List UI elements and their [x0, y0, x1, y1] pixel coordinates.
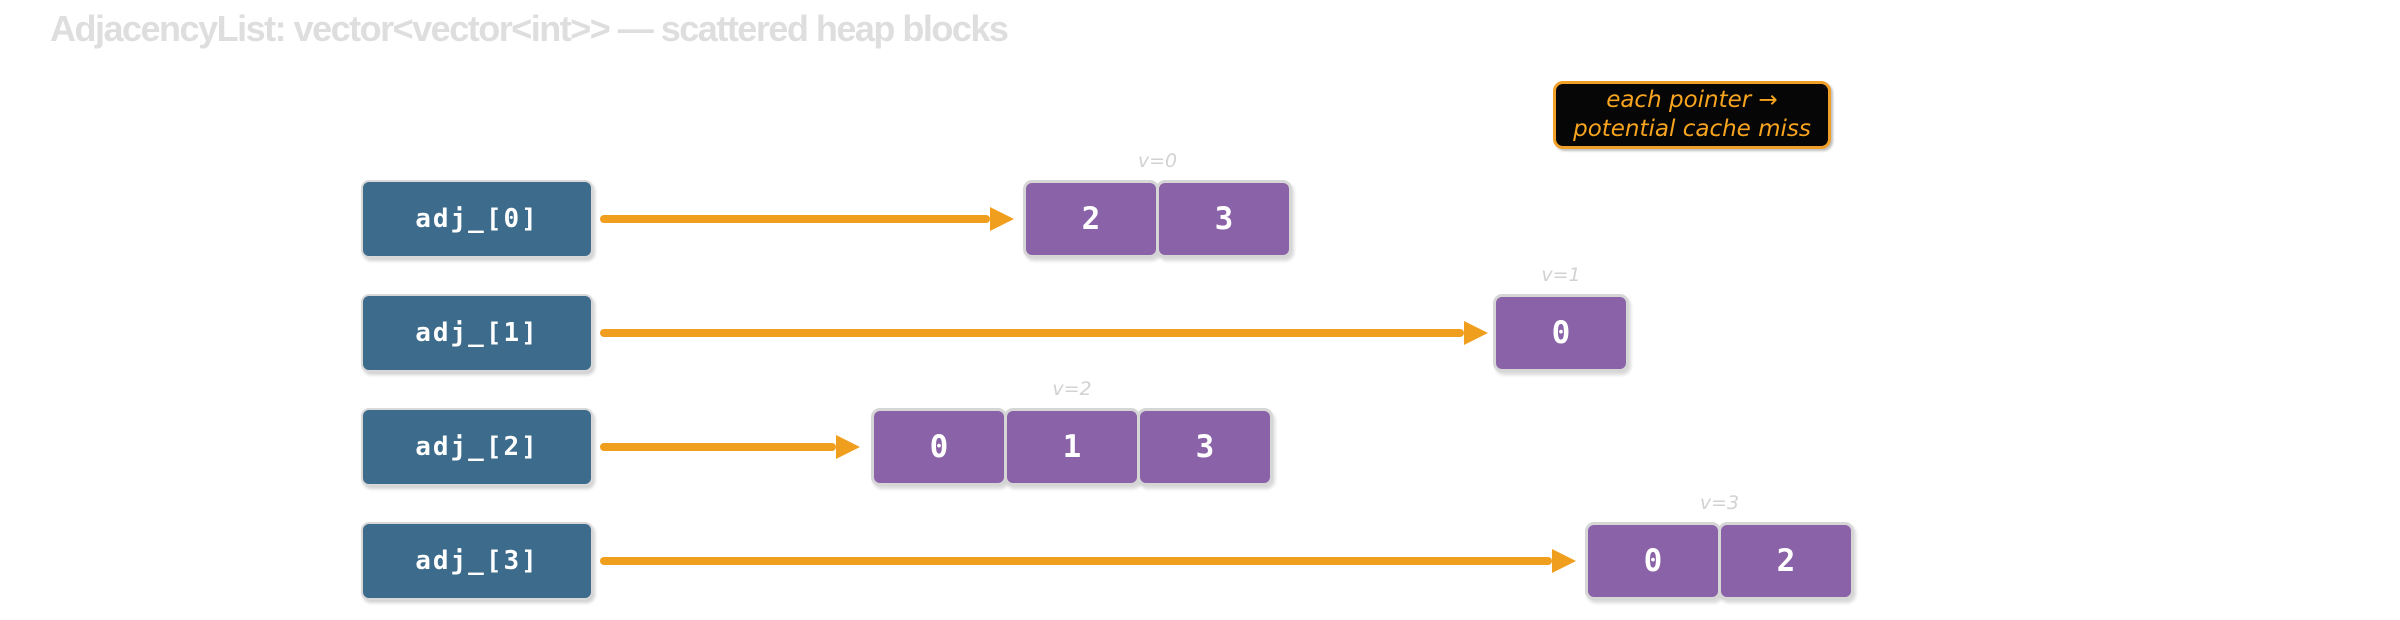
- heap-cell: 0: [871, 408, 1007, 486]
- pointer-box-adj-2: adj_[2]: [361, 408, 593, 486]
- pointer-arrow-3: [600, 549, 1576, 573]
- vector-size-label-3: v=3: [1699, 492, 1740, 514]
- pointer-box-label: adj_[0]: [415, 204, 539, 234]
- pointer-arrow-0: [600, 207, 1014, 231]
- heap-cell: 3: [1156, 180, 1292, 258]
- pointer-box-adj-3: adj_[3]: [361, 522, 593, 600]
- heap-cell: 2: [1023, 180, 1159, 258]
- heap-cell: 0: [1585, 522, 1721, 600]
- heap-block-0: 2 3: [1023, 180, 1292, 258]
- pointer-box-label: adj_[3]: [415, 546, 539, 576]
- page-title: AdjacencyList: vector<vector<int>> — sca…: [50, 8, 1009, 49]
- heap-block-1: 0: [1493, 294, 1629, 372]
- pointer-box-label: adj_[2]: [415, 432, 539, 462]
- heap-cell: 0: [1493, 294, 1629, 372]
- pointer-arrow-2: [600, 435, 860, 459]
- heap-cell: 2: [1718, 522, 1854, 600]
- pointer-box-label: adj_[1]: [415, 318, 539, 348]
- vector-size-label-2: v=2: [1052, 378, 1092, 400]
- vector-size-label-0: v=0: [1137, 150, 1178, 172]
- heap-block-3: 0 2: [1585, 522, 1854, 600]
- heap-cell: 3: [1137, 408, 1273, 486]
- annotation-line-1: each pointer →: [1606, 87, 1778, 113]
- pointer-box-adj-1: adj_[1]: [361, 294, 593, 372]
- pointer-arrow-1: [600, 321, 1488, 345]
- annotation-line-2: potential cache miss: [1573, 116, 1811, 142]
- pointer-box-adj-0: adj_[0]: [361, 180, 593, 258]
- heap-cell: 1: [1004, 408, 1140, 486]
- heap-block-2: 0 1 3: [871, 408, 1273, 486]
- annotation-box: each pointer → potential cache miss: [1553, 81, 1831, 149]
- vector-size-label-1: v=1: [1541, 264, 1581, 286]
